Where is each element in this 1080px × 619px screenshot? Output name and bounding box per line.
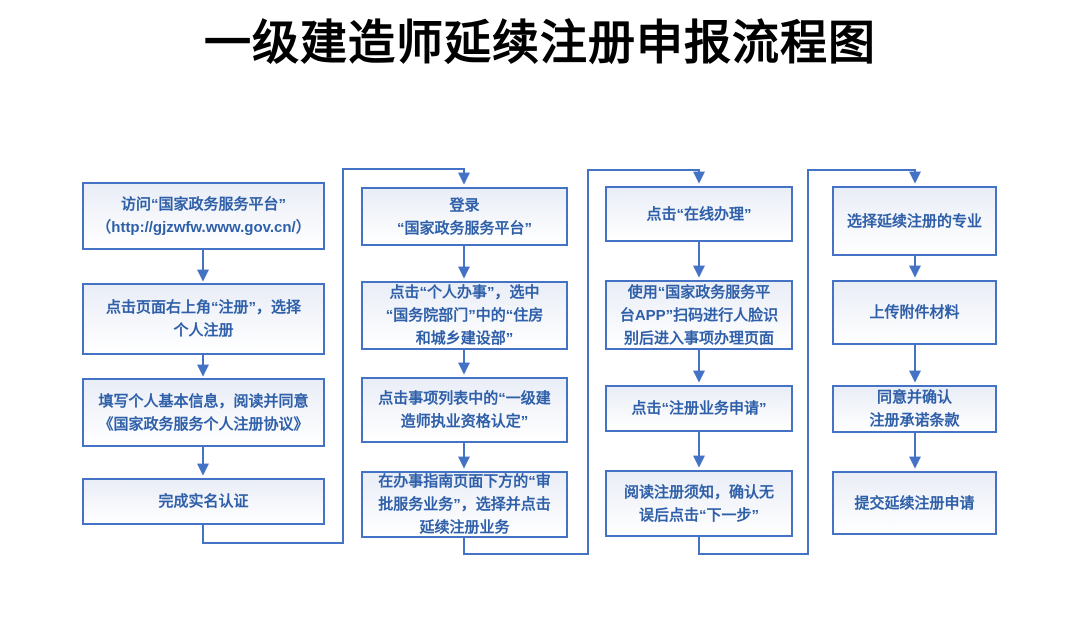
step-box-registration-apply: 点击“注册业务申请” bbox=[605, 385, 793, 432]
connector-col3-to-col4 bbox=[698, 169, 921, 555]
step-box-online-handle: 点击“在线办理” bbox=[605, 186, 793, 242]
step-box-confirm-commitment: 同意并确认 注册承诺条款 bbox=[832, 385, 997, 433]
step-box-fill-personal-info: 填写个人基本信息，阅读并同意 《国家政务服务个人注册协议》 bbox=[82, 378, 325, 447]
step-box-app-face-scan: 使用“国家政务服务平 台APP”扫码进行人脸识 别后进入事项办理页面 bbox=[605, 280, 793, 350]
step-box-select-major: 选择延续注册的专业 bbox=[832, 186, 997, 256]
step-box-login-platform: 登录 “国家政务服务平台” bbox=[361, 187, 568, 246]
step-box-read-notice-next: 阅读注册须知，确认无 误后点击“下一步” bbox=[605, 470, 793, 537]
step-box-realname-auth: 完成实名认证 bbox=[82, 478, 325, 525]
step-box-qualification-item: 点击事项列表中的“一级建 造师执业资格认定” bbox=[361, 377, 568, 443]
flowchart-title: 一级建造师延续注册申报流程图 bbox=[204, 18, 876, 70]
step-box-submit-application: 提交延续注册申请 bbox=[832, 471, 997, 535]
connector-col1-to-col2 bbox=[202, 168, 470, 544]
step-box-personal-affairs: 点击“个人办事”，选中 “国务院部门”中的“住房 和城乡建设部” bbox=[361, 281, 568, 350]
connector-col2-to-col3 bbox=[463, 169, 705, 555]
step-box-click-register: 点击页面右上角“注册”，选择 个人注册 bbox=[82, 283, 325, 355]
step-box-approval-service: 在办事指南页面下方的“审 批服务业务”，选择并点击 延续注册业务 bbox=[361, 471, 568, 538]
step-box-upload-attachments: 上传附件材料 bbox=[832, 280, 997, 345]
step-box-visit-platform: 访问“国家政务服务平台” （http://gjzwfw.www.gov.cn/） bbox=[82, 182, 325, 250]
